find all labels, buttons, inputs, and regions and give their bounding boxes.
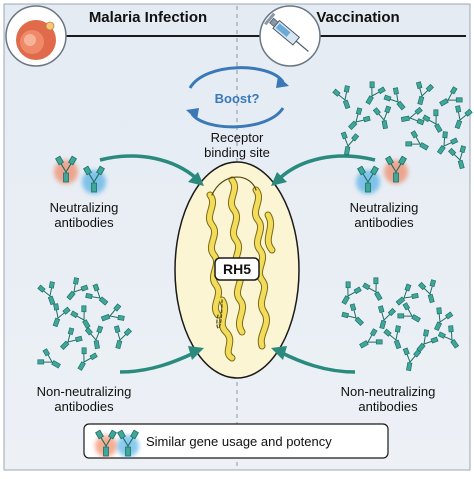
right-neutralizing-line1: Neutralizing <box>350 200 419 215</box>
left-non-neutralizing-line2: antibodies <box>54 399 114 414</box>
arrowhead-right-bottom <box>271 346 287 360</box>
arrow-left-top <box>99 154 198 180</box>
teal-arrows <box>99 154 376 374</box>
arrowhead-right-top <box>271 172 287 186</box>
left-title: Malaria Infection <box>89 9 207 26</box>
infected-cell-icon <box>5 5 67 67</box>
receptor-label-line1: Receptor <box>211 130 264 145</box>
left-neutralizing-antibodies <box>54 155 106 194</box>
right-title: Vaccination <box>316 9 399 26</box>
legend-label: Similar gene usage and potency <box>146 434 332 449</box>
arrow-right-bottom <box>279 350 356 374</box>
rh5-label: RH5 <box>223 261 251 277</box>
rh5-label-box <box>214 257 260 281</box>
left-non-neutralizing-line1: Non-neutralizing <box>37 384 132 399</box>
boost-arrowhead-left <box>186 108 199 120</box>
right-neutralizing-line2: antibodies <box>354 215 414 230</box>
arrow-right-top <box>278 154 376 180</box>
receptor-label-line2: binding site <box>204 145 270 160</box>
legend-antibody-icons <box>94 429 140 457</box>
right-non-neutralizing-line1: Non-neutralizing <box>341 384 436 399</box>
syringe-icon <box>259 5 321 67</box>
right-non-neutralizing-line2: antibodies <box>358 399 418 414</box>
left-neutralizing-line1: Neutralizing <box>50 200 119 215</box>
arrowhead-left-top <box>188 172 204 186</box>
legend-box <box>83 423 389 459</box>
arrow-left-bottom <box>119 350 197 374</box>
left-neutralizing-line2: antibodies <box>54 215 114 230</box>
rh5-protein-structure <box>205 176 276 362</box>
right-neutralizing-antibodies <box>356 155 408 194</box>
boost-arrowhead-right <box>276 76 289 88</box>
arrowhead-left-bottom <box>188 346 204 360</box>
boost-label: Boost? <box>215 91 260 106</box>
boost-cycle-arrows <box>188 66 285 129</box>
